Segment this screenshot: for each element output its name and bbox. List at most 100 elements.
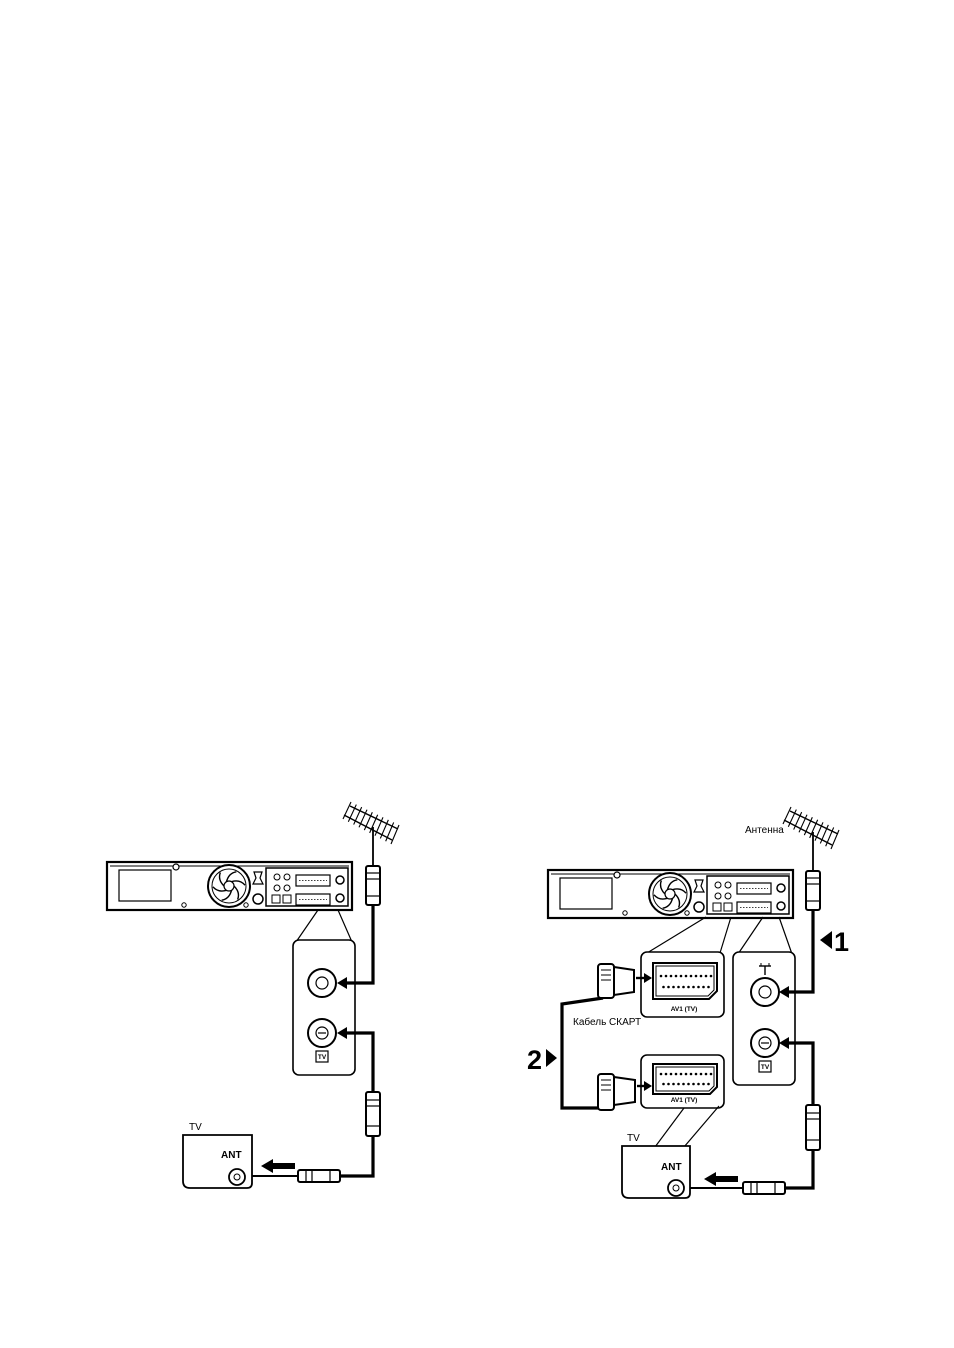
scart-pin <box>677 1083 680 1086</box>
scart-pin <box>662 986 665 989</box>
rf-cable-plug-vertical <box>366 1092 380 1136</box>
step-2-number: 2 <box>527 1045 542 1075</box>
rf-cable-lower <box>785 1150 813 1188</box>
ant-label: ANT <box>661 1162 682 1173</box>
scart-pin <box>705 975 708 978</box>
ant-socket <box>229 1169 245 1185</box>
rf-in-connector <box>308 969 336 997</box>
antenna-plug <box>806 871 820 910</box>
scart-cable-label: Кабель СКАРТ <box>573 1016 641 1028</box>
scart-pin <box>707 986 710 989</box>
scart-socket <box>653 963 717 999</box>
scart-pin <box>702 1083 705 1086</box>
scart-pin <box>672 1083 675 1086</box>
recorder-rear-panel <box>548 870 793 918</box>
scart-pin <box>697 1083 700 1086</box>
scart-pin <box>665 1073 668 1076</box>
rf-cable-lower <box>340 1136 373 1176</box>
scart-pin <box>672 986 675 989</box>
scart-pin <box>677 986 680 989</box>
rf-cable-plug-horizontal <box>298 1170 340 1182</box>
tv-title: TV <box>189 1122 202 1133</box>
scart-pin <box>680 975 683 978</box>
scart-pin <box>682 986 685 989</box>
scart-pin <box>685 975 688 978</box>
scart-pin <box>697 986 700 989</box>
scart-pin <box>695 1073 698 1076</box>
scart-pin <box>685 1073 688 1076</box>
scart-pin <box>710 975 713 978</box>
arrow-left-icon <box>261 1159 295 1173</box>
antenna-elements <box>343 802 399 844</box>
rf-connector-box: TV <box>733 952 795 1085</box>
rf-in-connector <box>751 978 779 1006</box>
diagram-antenna-only: TV TV ANT <box>107 802 399 1188</box>
ant-label: ANT <box>221 1150 242 1161</box>
rf-plug <box>743 1182 785 1194</box>
fan-outer-ring <box>208 865 250 907</box>
fan-outer-ring <box>649 873 691 915</box>
rf-plug <box>298 1170 340 1182</box>
fan-icon <box>649 873 691 915</box>
scart-plug-top <box>598 964 634 998</box>
scart-pin <box>690 975 693 978</box>
recorder-rear-panel <box>107 862 352 910</box>
ant-socket <box>668 1180 684 1196</box>
scart-plug-bottom <box>598 1074 635 1110</box>
scart-pin <box>702 986 705 989</box>
scart-socket-box-tv: AV1 (TV) <box>641 1055 724 1108</box>
antenna-elements <box>783 807 839 849</box>
rf-connector-box: TV <box>293 940 355 1075</box>
scart-plug-body <box>598 1074 614 1110</box>
scart-pin <box>660 1073 663 1076</box>
callout-line <box>647 917 706 953</box>
scart-pin <box>670 975 673 978</box>
step-2-arrow-icon <box>546 1049 557 1067</box>
scart-socket <box>653 1064 717 1094</box>
scart-pin <box>670 1073 673 1076</box>
scart-plug-head <box>614 1077 635 1105</box>
scart-pin <box>700 1073 703 1076</box>
rf-cable-plug-horizontal <box>743 1182 785 1194</box>
tv-set: TV ANT <box>622 1133 690 1198</box>
scart-pin <box>660 975 663 978</box>
scart-pin <box>667 986 670 989</box>
scart-pin <box>695 975 698 978</box>
step-1-arrow-icon <box>820 931 832 949</box>
callout-line <box>779 917 792 954</box>
tv-output-badge-text: TV <box>318 1054 327 1061</box>
rf-plug <box>366 1092 380 1136</box>
arrow-left-icon <box>704 1172 738 1186</box>
rf-cable-plug-vertical <box>806 1105 820 1150</box>
scart-cable <box>562 998 603 1108</box>
tv-set: TV ANT <box>183 1122 252 1188</box>
antenna-label: Антенна <box>745 825 784 836</box>
scart-pin <box>662 1083 665 1086</box>
callout-line <box>738 917 763 954</box>
scart-pin <box>665 975 668 978</box>
scart-pin <box>675 975 678 978</box>
scart-pin <box>687 986 690 989</box>
scart-plug-head <box>614 967 634 995</box>
callout-line <box>338 910 352 942</box>
scart-pin <box>680 1073 683 1076</box>
scart-pin <box>707 1083 710 1086</box>
scart-pin <box>682 1083 685 1086</box>
connector-panel <box>266 868 348 906</box>
callout-line <box>655 1108 684 1147</box>
scart-pin <box>705 1073 708 1076</box>
scart-pin <box>690 1073 693 1076</box>
connector-panel <box>707 876 789 914</box>
callout-line <box>684 1106 719 1147</box>
scart-pin <box>700 975 703 978</box>
scart-socket-label: AV1 (TV) <box>671 1097 698 1104</box>
fan-icon <box>208 865 250 907</box>
tv-title: TV <box>627 1133 640 1144</box>
scart-pin <box>692 1083 695 1086</box>
tv-output-badge-text: TV <box>761 1064 770 1071</box>
scart-pin <box>675 1073 678 1076</box>
scart-socket-label: AV1 (TV) <box>671 1006 698 1013</box>
callout-line <box>720 917 731 953</box>
